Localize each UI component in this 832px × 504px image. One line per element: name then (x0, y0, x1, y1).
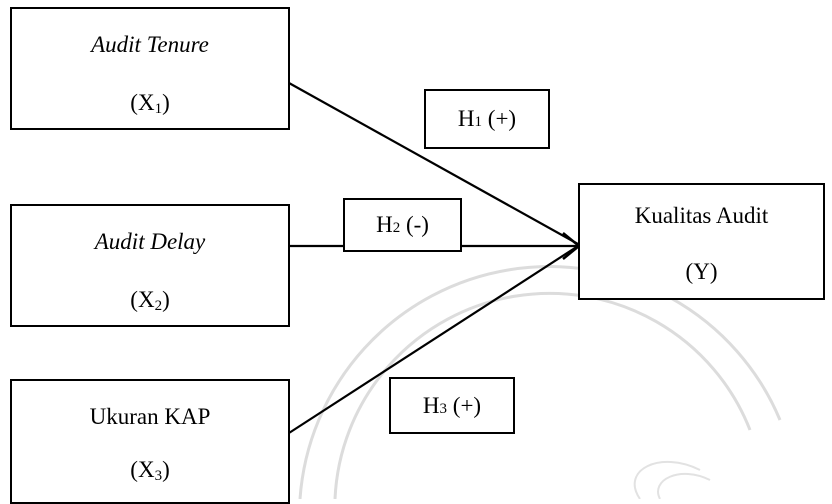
hyp-symbol: H (376, 212, 393, 237)
symbol-subscript: 3 (154, 468, 163, 484)
symbol-subscript: 1 (154, 101, 163, 117)
variable-name: Ukuran KAP (89, 404, 211, 429)
symbol-letter: X (137, 287, 155, 312)
variable-box-x3: Ukuran KAP (X3) (10, 379, 290, 504)
variable-symbol: (X2) (130, 287, 170, 314)
symbol-letter: X (137, 457, 155, 482)
arrow-h1 (288, 82, 579, 245)
dependent-name: Kualitas Audit (634, 203, 769, 228)
hyp-symbol: H (457, 106, 475, 131)
arrow-h3 (288, 245, 579, 434)
variable-box-x2: Audit Delay (X2) (10, 204, 290, 327)
symbol-letter: X (137, 90, 155, 115)
variable-name: Audit Delay (94, 229, 206, 254)
hyp-sign: (+) (452, 392, 482, 418)
dependent-symbol: (Y) (685, 259, 718, 284)
hyp-sign: (+) (487, 106, 517, 131)
variable-symbol: (X3) (130, 457, 170, 484)
symbol-subscript: 2 (154, 298, 163, 314)
dependent-box-y: Kualitas Audit (Y) (578, 183, 825, 300)
variable-box-x1: Audit Tenure (X1) (10, 7, 290, 130)
variable-symbol: (X1) (130, 90, 170, 117)
symbol-letter: Y (693, 259, 710, 284)
variable-name: Audit Tenure (91, 32, 209, 57)
hyp-symbol: H (422, 392, 440, 418)
hyp-sign: (-) (405, 212, 429, 237)
